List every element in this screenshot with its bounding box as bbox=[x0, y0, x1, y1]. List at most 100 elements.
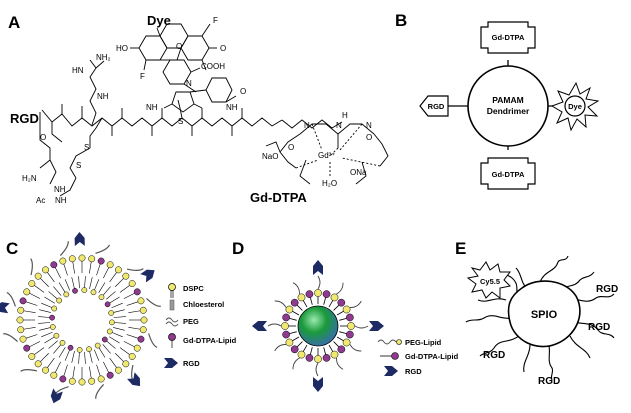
peg-chain bbox=[95, 244, 110, 254]
micelle-lipid-tail bbox=[339, 331, 348, 335]
peg-lipid-head bbox=[342, 338, 351, 347]
lipid-tail-inner bbox=[98, 282, 106, 293]
atom-hn: HN bbox=[72, 66, 84, 75]
micelle bbox=[252, 260, 384, 392]
legend-peg-lipid-shape bbox=[377, 339, 397, 345]
lipid-tail-inner bbox=[113, 309, 125, 313]
gd-lipid-head bbox=[290, 345, 299, 354]
lipid-tail-outer bbox=[39, 353, 49, 363]
panel-c-legend: DSPC Chloesterol PEG Gd-DTPA-Lipid RGD bbox=[164, 283, 237, 368]
dspc-head bbox=[139, 326, 147, 334]
dspc-head bbox=[59, 257, 67, 265]
legend-gd-dtpa-lipid: Gd-DTPA-Lipid bbox=[405, 352, 459, 361]
lipid-head-inner bbox=[101, 336, 108, 343]
peg-chain bbox=[274, 300, 287, 308]
lipid-tail-inner bbox=[84, 351, 86, 364]
e-rgd-label-left: RGD bbox=[483, 350, 505, 361]
peg-chain bbox=[349, 344, 362, 352]
micelle-lipid-tail bbox=[296, 304, 303, 311]
dendrimer-label-line1: PAMAM bbox=[492, 95, 523, 105]
lipid-head-inner bbox=[51, 305, 58, 312]
lipid-tail-outer bbox=[54, 266, 61, 279]
legend-gd-dtpa-lipid: Gd-DTPA-Lipid bbox=[183, 336, 237, 345]
lipid-tail-outer bbox=[24, 334, 38, 339]
lipid-tail-inner bbox=[78, 276, 80, 289]
dspc-head bbox=[68, 377, 76, 385]
rgd-arrow-node bbox=[419, 95, 449, 117]
micelle-lipid-tail bbox=[328, 344, 334, 353]
atom-n: N bbox=[336, 121, 342, 130]
e-rgd-label-right: RGD bbox=[588, 322, 610, 333]
dspc-head bbox=[19, 335, 27, 343]
peg-chain bbox=[95, 384, 105, 399]
lipid-tail-inner bbox=[53, 344, 62, 354]
lipid-tail-inner bbox=[113, 327, 125, 331]
atom-o: O bbox=[288, 143, 294, 152]
legend-gd-lipid-head bbox=[168, 333, 176, 341]
peg-lipid-head bbox=[285, 305, 294, 314]
rgd-arrow bbox=[50, 388, 63, 404]
gd-lipid-head bbox=[282, 313, 290, 322]
dspc-head bbox=[88, 255, 96, 263]
dspc-head bbox=[114, 266, 122, 274]
gd-lipid-head bbox=[97, 257, 105, 265]
rgd-arrow bbox=[127, 372, 141, 387]
gd-lipid-head bbox=[290, 298, 299, 307]
atom-cooh: COOH bbox=[201, 62, 225, 71]
lipid-head-inner bbox=[63, 291, 70, 298]
lipid-head-inner bbox=[72, 287, 78, 294]
lipid-tail-outer bbox=[119, 284, 131, 293]
gd-lipid-head bbox=[19, 297, 27, 305]
lipid-tail-inner bbox=[93, 279, 100, 291]
legend-peg-lipid: PEG-Lipid bbox=[405, 338, 442, 347]
atom-ho: HO bbox=[116, 44, 128, 53]
atom-o: O bbox=[176, 42, 182, 51]
lipid-tail-inner bbox=[109, 296, 120, 304]
lipid-tail-inner bbox=[44, 336, 55, 344]
atom-ona: ONa bbox=[350, 168, 367, 177]
peg-chain bbox=[126, 268, 144, 271]
dspc-head bbox=[139, 306, 147, 314]
legend-dspc: DSPC bbox=[183, 284, 204, 293]
lipid-head-inner bbox=[86, 346, 92, 353]
lipid-tail-outer bbox=[72, 366, 75, 380]
arginine-side-chain bbox=[89, 59, 105, 126]
atom-ac: Ac bbox=[36, 196, 45, 205]
atom-f: F bbox=[140, 72, 145, 81]
peg-chain bbox=[267, 323, 282, 327]
dye-node-label: Dye bbox=[568, 102, 582, 111]
lipid-tail-inner bbox=[89, 277, 93, 289]
lipid-tail-inner bbox=[58, 347, 66, 358]
lipid-head-inner bbox=[67, 344, 74, 351]
lipid-tail-outer bbox=[28, 341, 41, 348]
gd-lipid-head bbox=[305, 290, 314, 298]
lipid-tail-inner bbox=[93, 349, 100, 361]
panel-c: C DSPC Chloesterol PEG Gd-DTPA-Lipid RGD bbox=[0, 232, 237, 404]
lipid-tail-outer bbox=[54, 361, 61, 374]
peg-lipid-head bbox=[314, 355, 322, 363]
pamam-dendrimer-core bbox=[467, 65, 549, 147]
dspc-head bbox=[137, 297, 145, 305]
legend-rgd-arrow bbox=[164, 358, 178, 368]
peg-lipid-head bbox=[342, 305, 351, 314]
rgd-arrow bbox=[252, 321, 267, 331]
peg-chain bbox=[20, 369, 38, 372]
panel-a-letter: A bbox=[8, 13, 20, 32]
gd-lipid-head bbox=[337, 345, 346, 354]
atom-gd3: Gd³⁺ bbox=[318, 151, 336, 160]
lipid-tail-outer bbox=[24, 301, 38, 306]
legend-peg-lipid-head bbox=[396, 339, 402, 345]
panel-e-letter: E bbox=[455, 239, 466, 258]
gd-lipid-head bbox=[322, 354, 331, 362]
micelle-lipid-tail bbox=[291, 310, 300, 316]
lipid-head-inner bbox=[108, 310, 115, 316]
rgd-arrow bbox=[313, 377, 323, 392]
panel-b: B PAMAM Dendrimer Gd-DTPA Gd-DTPA RGD Dy… bbox=[395, 11, 600, 190]
peg-chain bbox=[148, 333, 158, 348]
rgd-label: RGD bbox=[10, 111, 39, 126]
lipid-tail-outer bbox=[39, 277, 49, 287]
peg-chain bbox=[3, 333, 18, 343]
micelle-lipid-tail bbox=[336, 310, 345, 316]
